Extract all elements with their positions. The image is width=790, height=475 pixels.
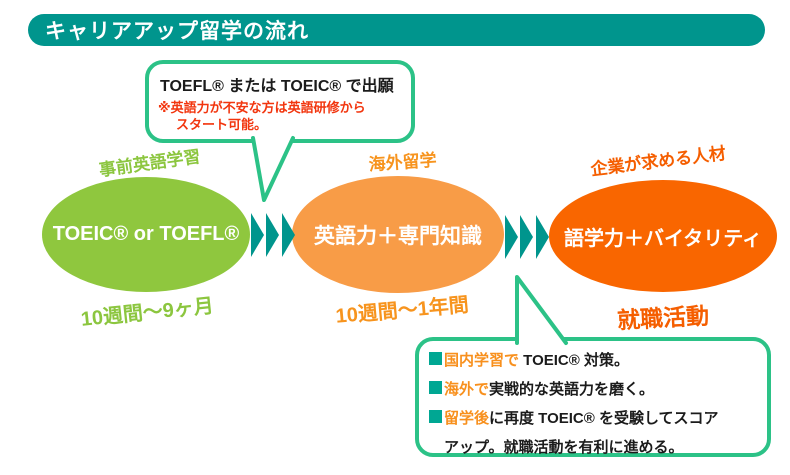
bullet-square-icon: [429, 410, 442, 423]
summary-item-3-text: に再度 TOEIC® を受験してスコア: [489, 410, 719, 427]
application-callout-note-line1: ※英語力が不安な方は英語研修から: [158, 100, 366, 115]
page-title: キャリアアップ留学の流れ: [45, 20, 309, 43]
summary-item-2: 海外で実戦的な英語力を磨く。: [419, 375, 767, 404]
application-callout-title: TOEFL® または TOEIC® で出願: [160, 78, 394, 95]
summary-item-3-highlight: 留学後: [444, 410, 490, 427]
stage2-main-text: 英語力＋専門知識: [314, 224, 482, 248]
stage2-bottom-label: 10週間～1年間: [334, 294, 470, 328]
stage3-bottom-label: 就職活動: [616, 302, 710, 334]
stage1-bottom-label: 10週間～9ヶ月: [79, 295, 215, 331]
summary-item-1: 国内学習で TOEIC® 対策。: [419, 341, 767, 375]
stage2-ellipse: 英語力＋専門知識: [292, 176, 504, 293]
stage3-top-label: 企業が求める人材: [589, 143, 727, 180]
summary-item-2-highlight: 海外で: [444, 381, 490, 398]
stage1-main-text: TOEIC® or TOEFL®: [52, 223, 240, 245]
flow-arrow-2: [505, 215, 549, 259]
flow-arrow-1: [251, 213, 295, 257]
stage3-main-text: 語学力＋バイタリティ: [564, 227, 762, 250]
bullet-square-icon: [429, 352, 442, 365]
stage3-ellipse: 語学力＋バイタリティ: [549, 180, 777, 292]
application-callout-note-line2: スタート可能。: [176, 117, 268, 132]
bottom-callout-tail: [515, 275, 568, 345]
top-callout-tail: [251, 136, 295, 202]
page-title-bar: キャリアアップ留学の流れ: [28, 14, 765, 46]
stage1-ellipse: TOEIC® or TOEFL®: [42, 177, 250, 292]
summary-item-1-text: TOEIC® 対策。: [519, 352, 629, 369]
summary-callout: 国内学習で TOEIC® 対策。 海外で実戦的な英語力を磨く。 留学後に再度 T…: [415, 337, 771, 457]
application-callout: TOEFL® または TOEIC® で出願 ※英語力が不安な方は英語研修から ス…: [145, 60, 415, 143]
summary-item-3: 留学後に再度 TOEIC® を受験してスコア: [419, 404, 767, 433]
summary-item-1-highlight: 国内学習で: [444, 352, 520, 369]
stage2-top-label: 海外留学: [368, 150, 438, 175]
summary-item-3-continuation: アップ。就職活動を有利に進める。: [444, 439, 684, 456]
bullet-square-icon: [429, 381, 442, 394]
summary-item-2-text: 実戦的な英語力を磨く。: [489, 381, 655, 398]
